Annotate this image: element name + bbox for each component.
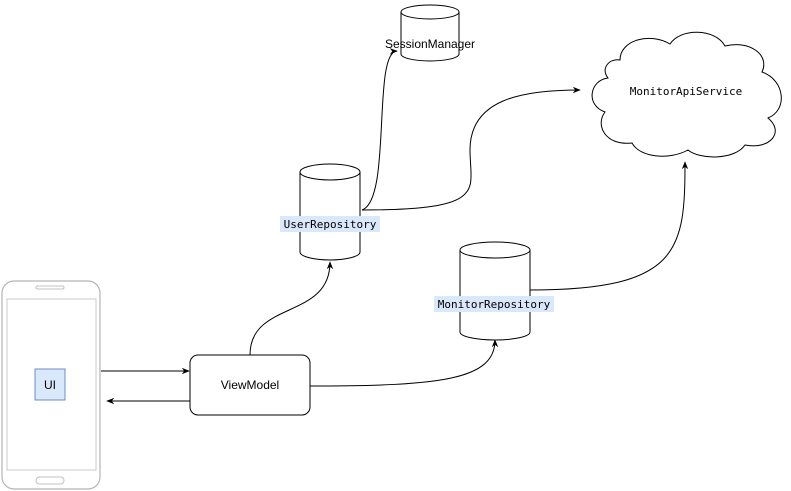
monitorapiservice-label: MonitorApiService bbox=[630, 85, 743, 98]
monitorapiservice-node[interactable]: MonitorApiService bbox=[591, 31, 782, 158]
edge-userrepository-to-sessionmanager bbox=[361, 48, 398, 211]
userrepository-node[interactable]: UserRepository bbox=[280, 163, 380, 261]
edge-viewmodel-to-userrepository bbox=[249, 261, 334, 356]
sessionmanager-node[interactable]: SessionManager bbox=[385, 4, 475, 62]
ui-label: UI bbox=[44, 378, 56, 392]
phone-speaker bbox=[35, 285, 65, 290]
sessionmanager-label: SessionManager bbox=[385, 37, 475, 51]
edge-monitorrepository-to-monitorapiservice bbox=[529, 161, 689, 291]
edge-userrepository-to-monitorapiservice bbox=[361, 86, 581, 211]
edge-viewmodel-to-monitorrepository bbox=[309, 339, 499, 387]
userrepository-label-bg bbox=[280, 216, 380, 232]
monitorrepository-label-bg bbox=[434, 296, 554, 312]
cloud-shape bbox=[591, 31, 782, 158]
viewmodel-label: ViewModel bbox=[221, 378, 279, 392]
monitorrepository-node[interactable]: MonitorRepository bbox=[434, 241, 554, 341]
viewmodel-node[interactable]: ViewModel bbox=[189, 354, 311, 416]
userrepository-label: UserRepository bbox=[284, 218, 377, 231]
ui-node[interactable]: UI bbox=[34, 368, 66, 401]
monitorrepository-label: MonitorRepository bbox=[438, 298, 551, 311]
phone-home-button bbox=[35, 476, 65, 485]
